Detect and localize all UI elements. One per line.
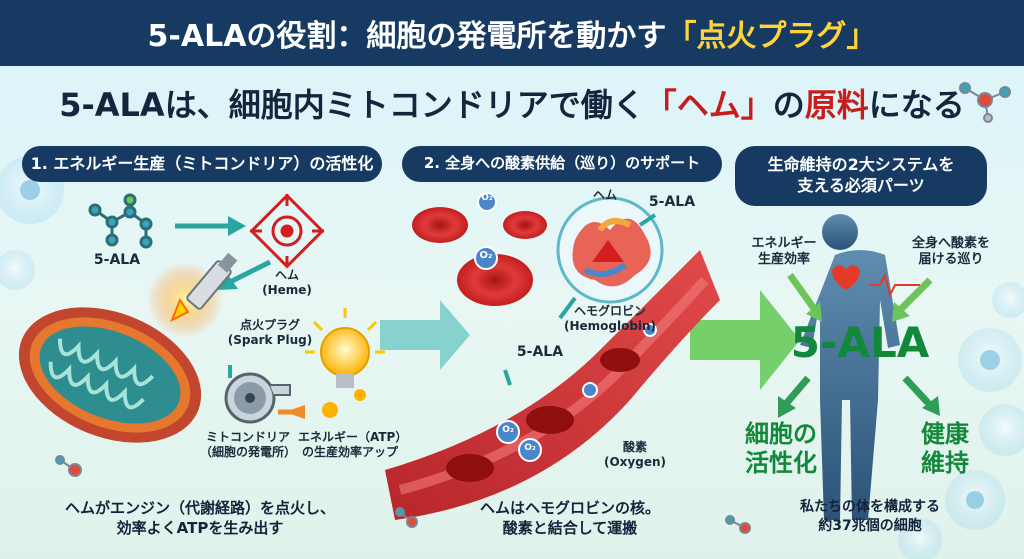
health-maintenance-line1: 健康 <box>921 420 969 448</box>
hemoglobin-label-jp: ヘモグロビン <box>573 304 646 318</box>
section3-caption-line2: 約37兆個の細胞 <box>818 517 922 534</box>
heme-label-en: (Heme) <box>262 283 312 297</box>
atp-label-sub: の生産効率アップ <box>301 445 398 459</box>
spark-plug-label-jp: 点火プラグ <box>239 318 300 332</box>
mitochondria-icon <box>18 307 202 443</box>
oxygen-label-jp: 酸素 <box>622 440 647 454</box>
cell-activation-line1: 細胞の <box>745 420 817 448</box>
ala-label: 5-ALA <box>93 252 141 268</box>
oxygen-label: 酸素 (Oxygen) <box>600 440 670 470</box>
oxygen-circulation-line2: 届ける巡り <box>918 252 984 268</box>
section1-caption-line2: 効率よくATPを生み出す <box>116 519 284 538</box>
decorative-molecule-icon <box>55 82 1011 534</box>
oxygen-molecule-icon <box>477 192 497 212</box>
flow-arrow-1 <box>380 300 470 370</box>
oxygen-circulation-line1: 全身へ酸素を <box>911 236 990 251</box>
red-blood-cells <box>412 207 547 306</box>
ala-molecule-icon <box>88 193 153 249</box>
hemoglobin-label: ヘモグロビン (Hemoglobin) <box>560 304 660 334</box>
section1-caption-line1: ヘムがエンジン（代謝経路）を点火し、 <box>64 499 335 517</box>
o2-label-3: O₂ <box>502 425 514 435</box>
ala-center-label: 5-ALA <box>790 318 930 367</box>
health-maintenance-line2: 維持 <box>921 448 969 477</box>
cell-activation-label: 細胞の 活性化 <box>726 420 836 478</box>
headline: 5-ALAは、細胞内ミトコンドリアで働く「ヘム」の原料になる <box>0 80 1024 126</box>
energy-spark-icon <box>322 402 338 418</box>
health-maintenance-label: 健康 維持 <box>900 420 990 478</box>
title-banner: 5-ALAの役割：細胞の発電所を動かす 「点火プラグ」 <box>0 0 1024 66</box>
headline-part3: の <box>772 86 805 124</box>
page-title: 5-ALAの役割：細胞の発電所を動かす <box>147 19 667 54</box>
energy-efficiency-label: エネルギー 生産効率 <box>736 236 832 269</box>
atp-label-jp: エネルギー（ATP） <box>298 430 408 444</box>
atp-label: エネルギー（ATP） の生産効率アップ <box>298 430 408 460</box>
turbine-icon <box>224 372 291 424</box>
blood-vessel <box>385 250 720 520</box>
section3-caption: 私たちの体を構成する 約37兆個の細胞 <box>770 498 970 536</box>
energy-efficiency-line2: 生産効率 <box>757 252 810 268</box>
heme-molecule-icon <box>249 193 325 269</box>
section1-caption: ヘムがエンジン（代謝経路）を点火し、 効率よくATPを生み出す <box>30 498 370 539</box>
section1-title: 1. エネルギー生産（ミトコンドリア）の活性化 <box>22 146 382 182</box>
cell-activation-line2: 活性化 <box>745 448 817 477</box>
o2-label-2: O₂ <box>479 250 493 261</box>
ala-label-top: 5-ALA <box>648 194 696 210</box>
light-bulb-icon <box>305 308 385 388</box>
section3-title: 生命維持の2大システムを 支える必須パーツ <box>735 146 987 206</box>
energy-efficiency-line1: エネルギー <box>751 236 817 251</box>
spark-plug-label-en: (Spark Plug) <box>227 333 313 347</box>
section3-title-line2: 支える必須パーツ <box>797 176 925 195</box>
section3-title-line1: 生命維持の2大システムを <box>767 155 955 175</box>
section2-caption-line2: 酸素と結合して運搬 <box>502 519 638 538</box>
mitochondria-label-jp: ミトコンドリア <box>205 430 290 444</box>
heme-label: ヘム (Heme) <box>252 268 322 298</box>
flow-arrow-2 <box>690 290 800 390</box>
oxygen-circulation-label: 全身へ酸素を 届ける巡り <box>896 236 1006 269</box>
headline-heme: 「ヘム」 <box>644 86 773 124</box>
ala-label-mid: 5-ALA <box>516 344 564 360</box>
headline-part5: になる <box>868 86 965 124</box>
headline-part1: 5-ALAは、細胞内ミトコンドリアで働く <box>59 86 645 124</box>
o2-label-1: O₂ <box>481 193 493 203</box>
mitochondria-label: ミトコンドリア （細胞の発電所） <box>196 430 300 460</box>
headline-raw-material: 原料 <box>804 86 869 124</box>
spark-plug-icon <box>170 252 238 323</box>
section2-caption-line1: ヘムはヘモグロビンの核。 <box>479 499 660 517</box>
section3-caption-line1: 私たちの体を構成する <box>800 499 940 515</box>
section2-title-text: 2. 全身への酸素供給（巡り）のサポート <box>423 154 701 173</box>
hemoglobin-label-en: (Hemoglobin) <box>563 319 657 333</box>
page-title-accent: 「点火プラグ」 <box>666 19 877 54</box>
spark-plug-label: 点火プラグ (Spark Plug) <box>222 318 318 348</box>
heme-label-jp: ヘム <box>274 268 299 282</box>
mitochondria-label-sub: （細胞の発電所） <box>199 445 296 459</box>
section2-title: 2. 全身への酸素供給（巡り）のサポート <box>402 146 722 182</box>
section2-caption: ヘムはヘモグロビンの核。 酸素と結合して運搬 <box>440 498 700 539</box>
oxygen-label-en: (Oxygen) <box>603 455 666 469</box>
human-body-icon <box>800 214 920 520</box>
hemoglobin-icon <box>556 196 664 304</box>
hemoglobin-heme-label: ヘム <box>592 188 617 202</box>
o2-label-4: O₂ <box>524 443 536 453</box>
